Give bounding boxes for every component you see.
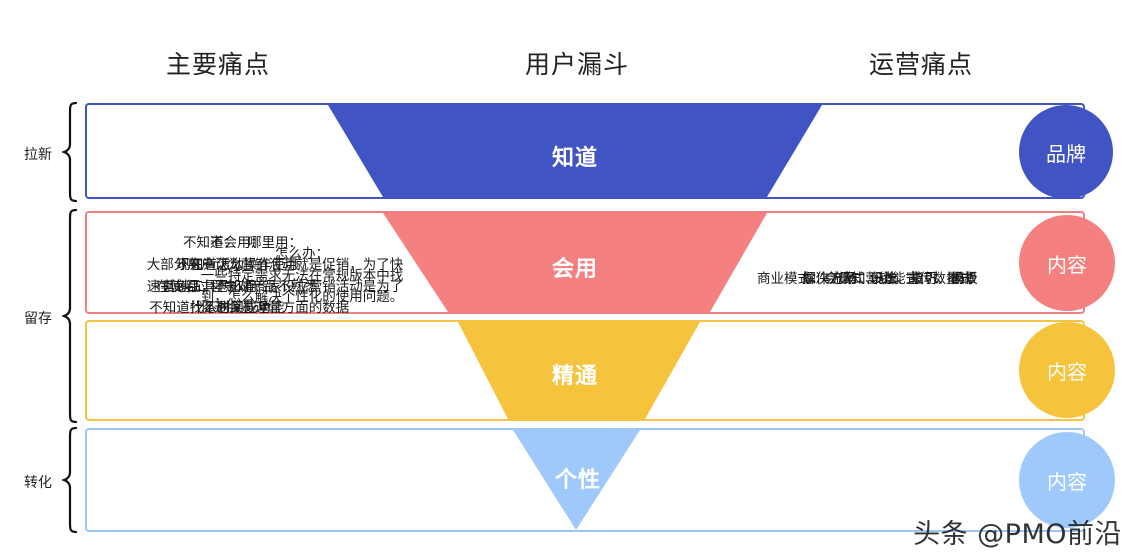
brace-acquisition [62, 102, 80, 202]
watermark: 头条 @PMO前沿 [913, 519, 1122, 550]
brace-retention [62, 209, 80, 423]
row-box-proficient [85, 320, 1085, 421]
outcome-circle-content-usable: 内容 [1019, 215, 1115, 311]
row-box-awareness [85, 103, 1085, 199]
stage-label-retention: 留存 [24, 311, 52, 327]
outcome-circle-brand: 品牌 [1019, 105, 1113, 199]
column-header-operation-pain: 运营痛点 [869, 50, 974, 79]
outcome-circle-content-proficient: 内容 [1019, 322, 1115, 418]
row-box-usable [85, 211, 1085, 314]
brace-conversion [62, 427, 80, 533]
stage-label-acquisition: 拉新 [24, 147, 52, 163]
column-header-pain-points: 主要痛点 [166, 50, 271, 79]
stage-label-conversion: 转化 [24, 475, 52, 491]
outcome-circle-content-personal: 内容 [1019, 432, 1115, 528]
column-header-user-funnel: 用户漏斗 [525, 50, 630, 79]
